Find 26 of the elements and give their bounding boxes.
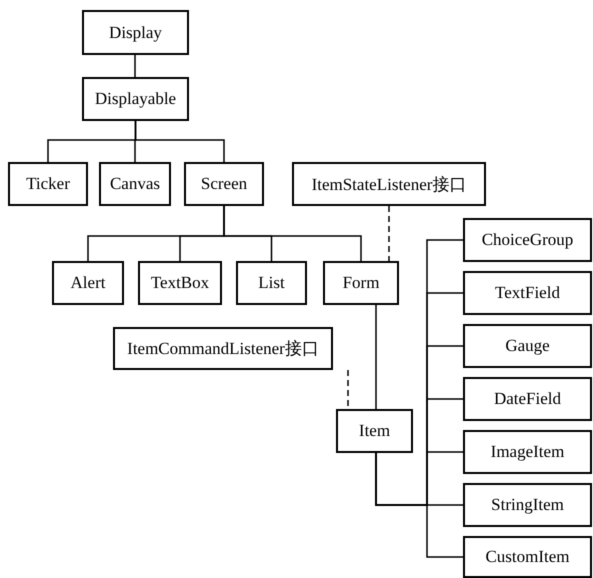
- class-box: TextBox: [138, 261, 222, 305]
- connector-line: [134, 121, 225, 162]
- class-box: Item: [336, 409, 413, 453]
- class-box: ItemStateListener接口: [292, 162, 486, 206]
- class-box: Display: [82, 10, 189, 55]
- dashed-connector: [388, 206, 390, 261]
- class-box: List: [236, 261, 307, 305]
- connector-line: [375, 453, 463, 558]
- class-box: ItemCommandListener接口: [113, 327, 333, 370]
- class-box: Displayable: [82, 77, 189, 121]
- class-box: DateField: [463, 377, 592, 421]
- class-box: Canvas: [99, 162, 171, 206]
- connector-line: [134, 55, 136, 77]
- connector-line: [223, 206, 362, 261]
- connector-line: [375, 305, 377, 409]
- class-box: Gauge: [463, 324, 592, 368]
- class-box: Form: [323, 261, 399, 305]
- class-box: TextField: [463, 271, 592, 315]
- class-box: ChoiceGroup: [463, 218, 592, 262]
- dashed-connector: [347, 370, 349, 409]
- class-box: Alert: [52, 261, 124, 305]
- class-box: Ticker: [8, 162, 88, 206]
- class-box: Screen: [184, 162, 264, 206]
- class-box: ImageItem: [463, 430, 592, 474]
- class-box: CustomItem: [463, 536, 592, 578]
- class-box: StringItem: [463, 483, 592, 527]
